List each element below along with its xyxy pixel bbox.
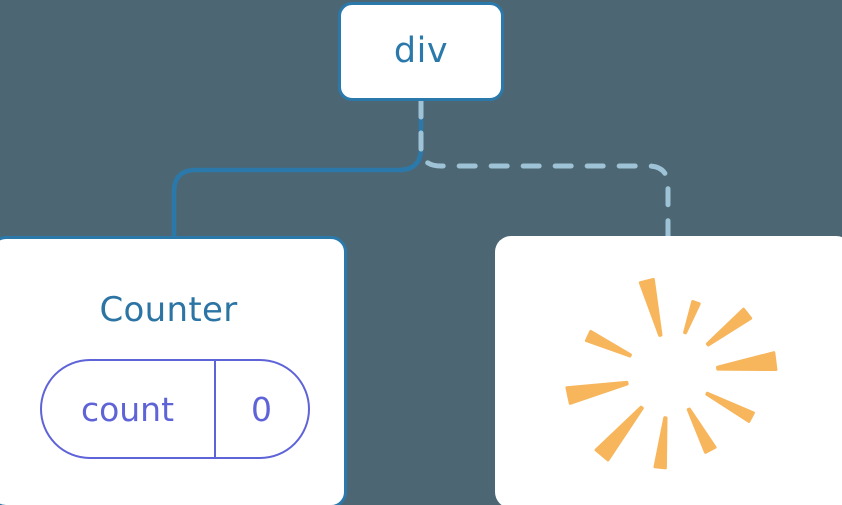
spinner-spoke-4 [704, 391, 755, 423]
state-pill-count[interactable]: count 0 [39, 359, 310, 459]
node-div[interactable]: div [338, 2, 504, 101]
spinner-spoke-7 [594, 405, 644, 462]
edge-div-to-pending [418, 98, 671, 243]
spinner-spoke-2 [705, 307, 752, 347]
spinner-burst-icon [564, 277, 777, 470]
edge-div-to-counter [171, 98, 424, 243]
node-counter-title: Counter [99, 290, 238, 330]
node-div-label: div [393, 31, 449, 71]
spinner-spoke-0 [638, 277, 662, 337]
node-counter[interactable]: Counter count 0 [0, 236, 347, 505]
spinner-spoke-5 [686, 407, 717, 454]
spinner-spoke-1 [682, 299, 701, 335]
spinner-spoke-3 [715, 351, 777, 372]
state-key-label: count [42, 361, 216, 457]
node-pending[interactable] [495, 236, 842, 505]
spinner-spoke-9 [584, 329, 632, 358]
state-value-label: 0 [251, 389, 272, 429]
spinner-spoke-6 [652, 416, 668, 470]
spinner-spoke-8 [564, 380, 629, 405]
